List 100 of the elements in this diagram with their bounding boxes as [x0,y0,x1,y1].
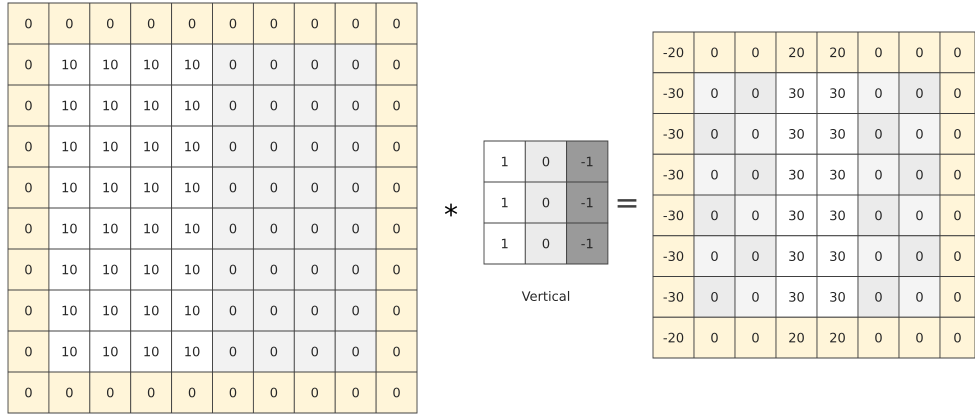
table-cell: 0 [8,290,50,332]
table-cell: 0 [858,154,900,196]
table-cell: 0 [48,372,90,414]
table-cell: 30 [816,276,858,318]
table-cell: 0 [252,372,295,414]
table-cell: 10 [171,166,213,208]
table-cell: 20 [776,316,818,358]
table-cell: 0 [524,182,568,224]
table-cell: 10 [89,208,132,250]
table-cell: 30 [776,113,818,155]
table-cell: 10 [89,44,132,86]
table-cell: 0 [212,166,254,208]
table-cell: 0 [376,44,418,86]
table-cell: 10 [89,330,132,372]
table-cell: 30 [816,72,858,114]
table-cell: 0 [734,32,776,74]
table-cell: 30 [776,235,818,277]
table-cell: 10 [89,126,132,168]
table-cell: 10 [130,166,172,208]
table-cell: 0 [212,290,254,332]
table-cell: 0 [89,372,132,414]
table-cell: 0 [376,2,418,44]
table-cell: 20 [776,32,818,74]
table-cell: 10 [48,248,90,290]
table-cell: 0 [858,194,900,236]
table-cell: 0 [8,44,50,86]
table-cell: 10 [130,84,172,126]
table-cell: 0 [8,330,50,372]
table-cell: 0 [294,248,336,290]
table-cell: 0 [858,235,900,277]
table-cell: 20 [816,32,858,74]
table-cell: 0 [694,154,736,196]
table-cell: 0 [334,248,377,290]
kernel-caption: Vertical [522,290,570,302]
table-cell: -20 [652,32,694,74]
table-cell: 0 [8,372,50,414]
table-cell: -1 [566,140,608,182]
table-cell: 10 [171,84,213,126]
table-cell: 0 [694,316,736,358]
table-cell: 0 [252,44,295,86]
table-cell: 0 [694,32,736,74]
table-cell: 10 [171,290,213,332]
table-cell: 10 [48,290,90,332]
table-cell: 0 [898,32,940,74]
table-cell: 0 [694,113,736,155]
table-cell: 0 [212,84,254,126]
table-cell: 0 [130,372,172,414]
table-cell: 0 [8,208,50,250]
table-cell: 0 [376,208,418,250]
table-cell: 10 [130,330,172,372]
table-cell: 0 [294,44,336,86]
table-cell: 10 [48,208,90,250]
table-cell: 0 [171,2,213,44]
table-cell: 0 [48,2,90,44]
equals-sign: = [618,199,636,208]
table-cell: 10 [48,166,90,208]
table-cell: 0 [334,2,377,44]
table-cell: 0 [858,276,900,318]
table-cell: 0 [334,44,377,86]
table-cell: 0 [171,372,213,414]
operator-sign: * [444,204,458,216]
table-cell: 0 [898,194,940,236]
table-cell: 0 [940,235,975,277]
table-cell: 0 [694,72,736,114]
table-cell: 10 [171,126,213,168]
table-cell: 10 [171,44,213,86]
table-cell: 0 [694,276,736,318]
table-cell: -30 [652,113,694,155]
table-cell: 10 [48,126,90,168]
table-cell: 0 [252,126,295,168]
table-cell: 0 [898,113,940,155]
table-cell: 0 [376,372,418,414]
table-cell: 0 [734,72,776,114]
table-cell: -30 [652,72,694,114]
table-cell: 0 [252,290,295,332]
table-cell: 10 [130,126,172,168]
table-cell: 0 [8,166,50,208]
table-cell: -30 [652,276,694,318]
table-cell: 10 [130,44,172,86]
table-cell: 0 [376,330,418,372]
table-cell: 0 [294,84,336,126]
table-cell: 30 [816,194,858,236]
table-cell: 0 [898,72,940,114]
table-cell: 0 [212,44,254,86]
table-cell: 0 [8,126,50,168]
table-cell: 0 [734,276,776,318]
table-cell: 20 [816,316,858,358]
table-cell: 0 [524,140,568,182]
table-cell: 0 [294,126,336,168]
table-cell: -30 [652,154,694,196]
table-cell: 0 [734,235,776,277]
table-cell: 10 [48,330,90,372]
table-cell: 0 [294,372,336,414]
table-cell: 30 [816,235,858,277]
table-cell: 10 [89,166,132,208]
table-cell: 0 [334,166,377,208]
table-cell: 0 [212,330,254,372]
table-cell: -30 [652,194,694,236]
table-cell: 10 [171,248,213,290]
table-cell: 10 [89,84,132,126]
